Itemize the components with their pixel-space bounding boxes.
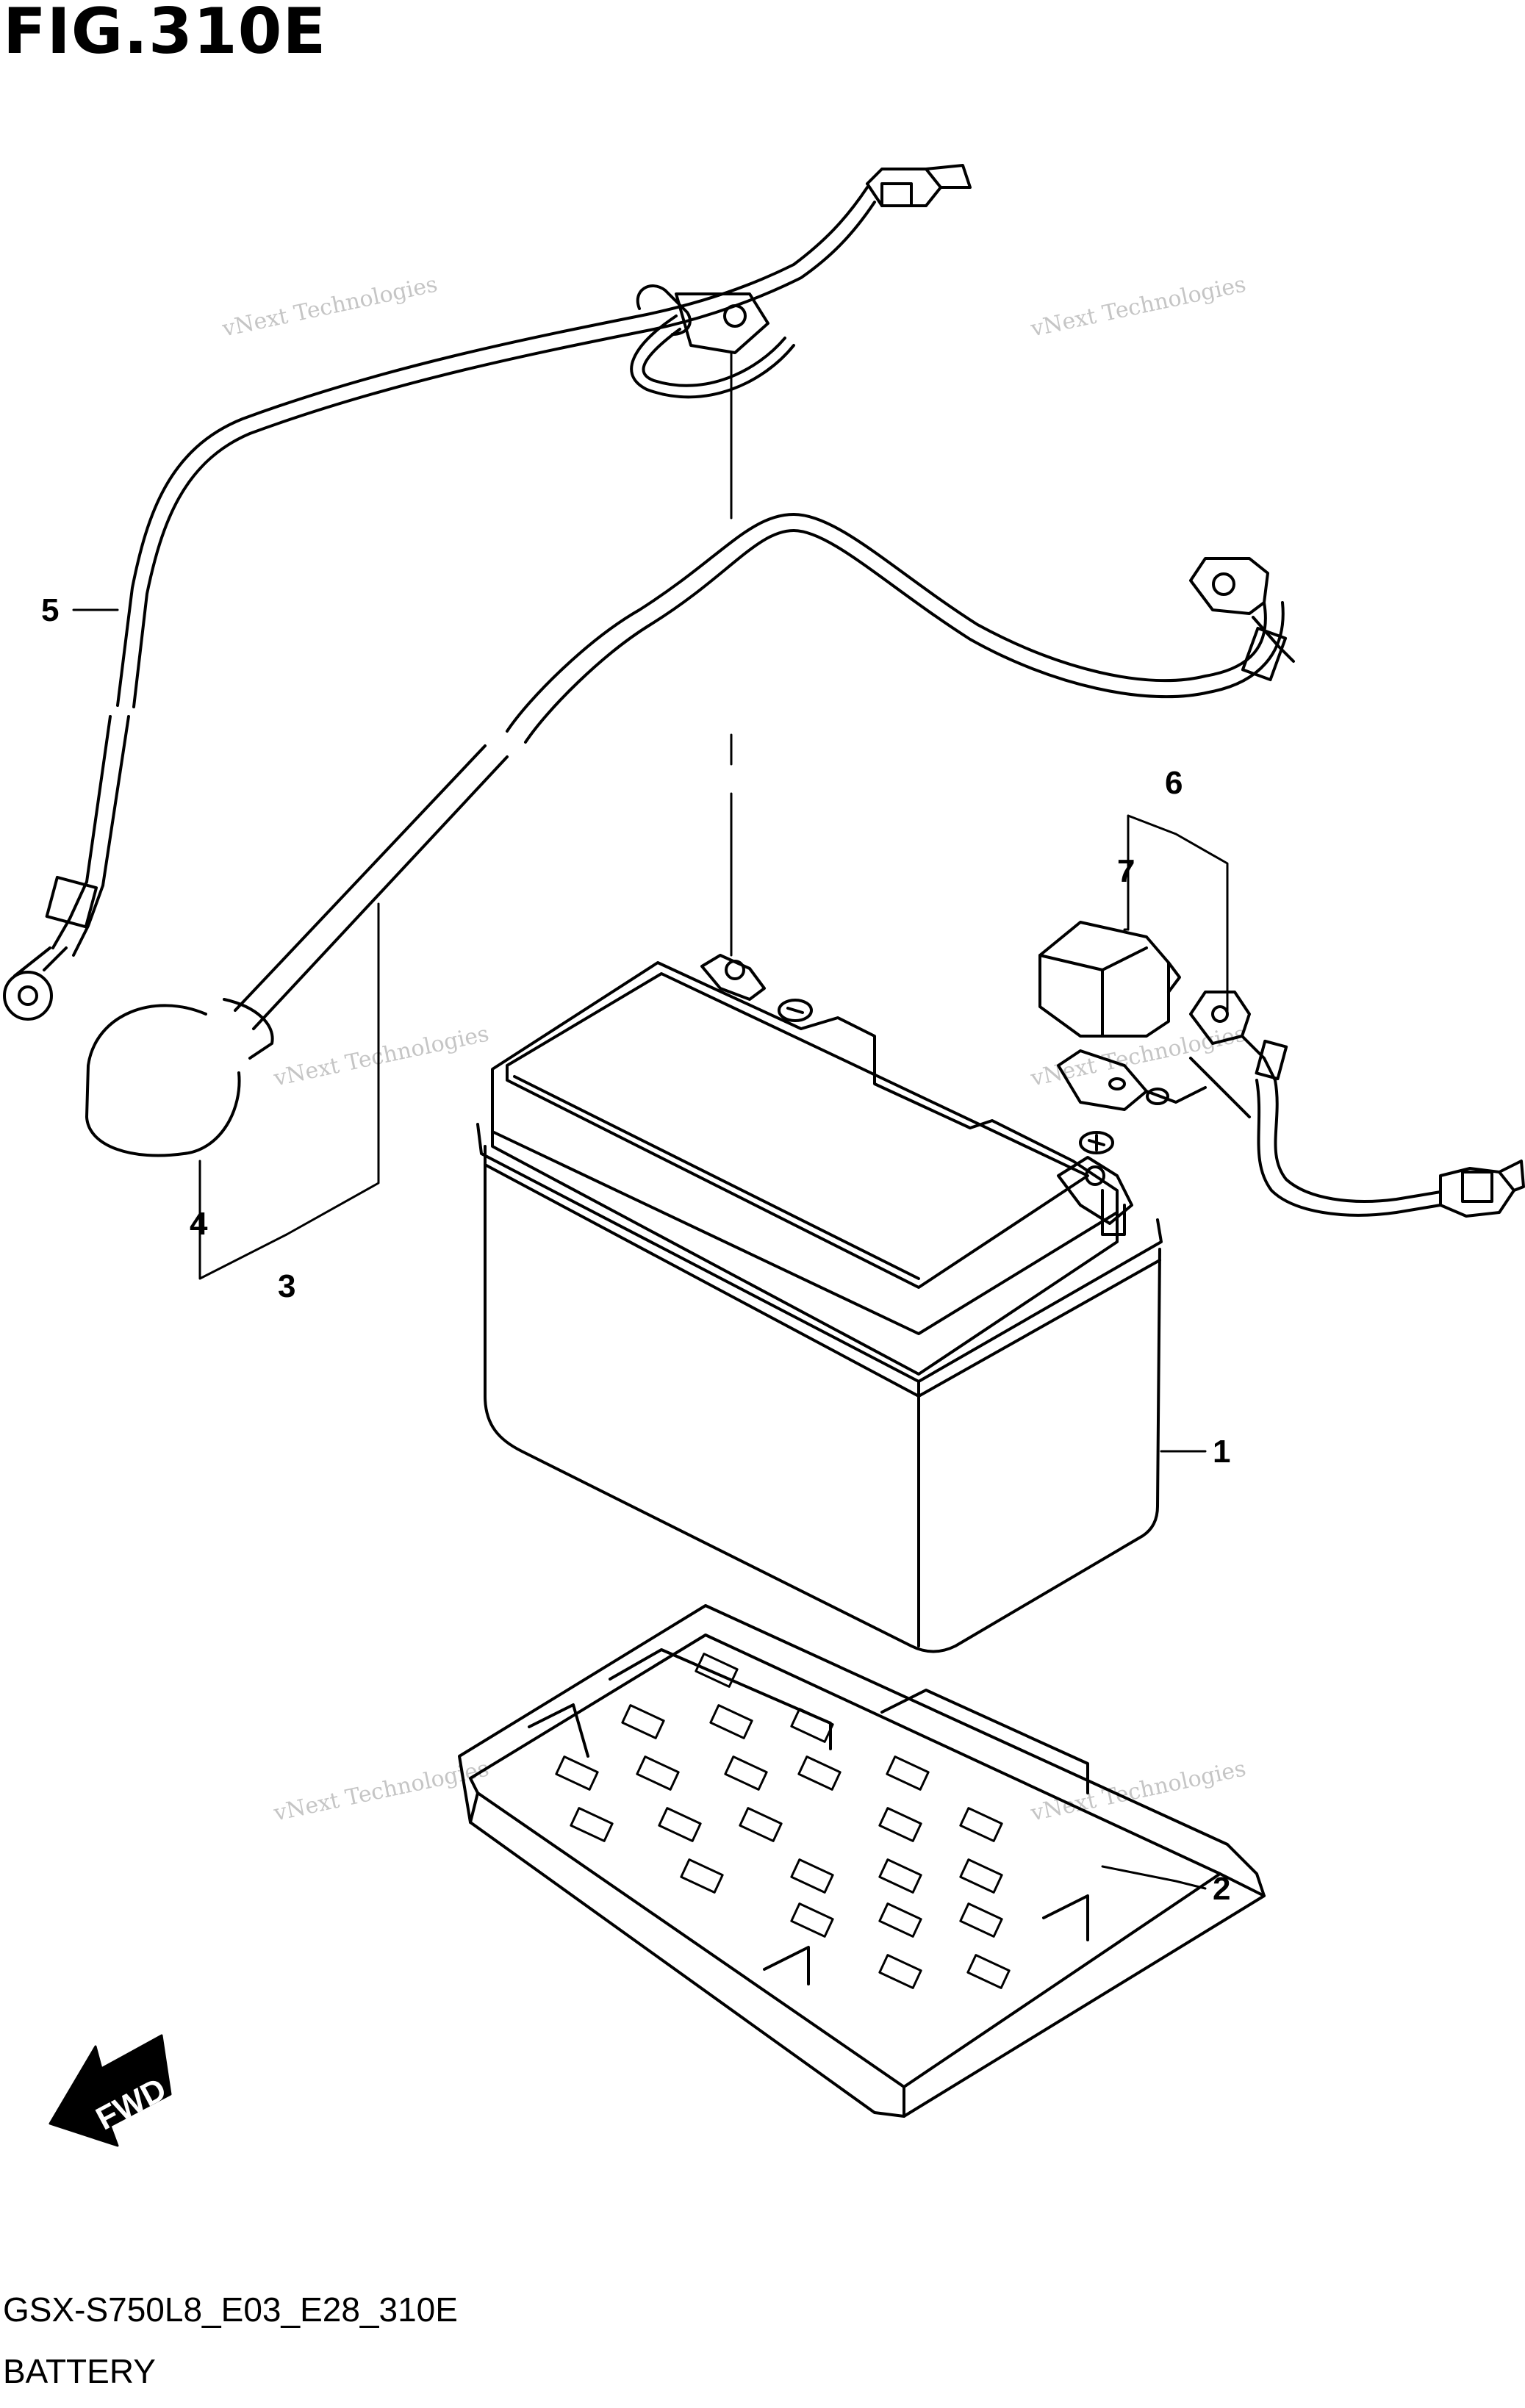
callout-6: 6: [1165, 765, 1183, 801]
callout-leaders: [72, 608, 1229, 1890]
callout-4: 4: [190, 1206, 208, 1242]
model-code: GSX-S750L8_E03_E28_310E: [3, 2290, 458, 2329]
battery: [476, 351, 1163, 1653]
callout-3: 3: [278, 1268, 295, 1304]
callout-7: 7: [1117, 853, 1135, 889]
callout-1: 1: [1213, 1434, 1230, 1470]
figure-title: FIG.310E: [3, 0, 327, 68]
forward-direction-arrow: FWD: [49, 2034, 172, 2147]
figure-name: BATTERY: [3, 2352, 156, 2390]
callout-5: 5: [41, 592, 59, 628]
callout-2: 2: [1213, 1871, 1230, 1907]
terminal-cover-7: [1038, 921, 1181, 1038]
cable-5: [3, 164, 972, 1021]
battery-tray-2: [458, 1604, 1266, 2118]
cable-3: [85, 513, 1295, 1157]
cable-6: [1057, 991, 1525, 1218]
